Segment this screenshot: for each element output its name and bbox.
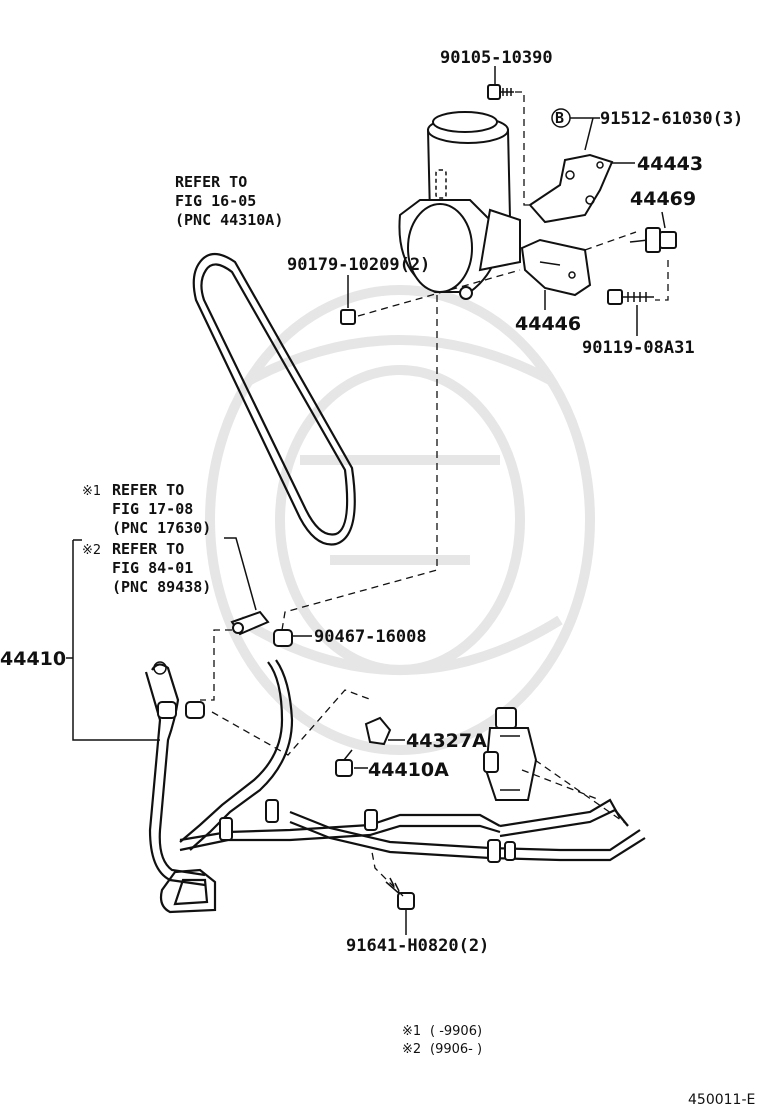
ref1-mark: ※1 [82,484,101,499]
bolt-91641 [385,877,415,910]
ref1-line-3: (PNC 17630) [112,519,211,537]
power-steering-pump [398,111,521,300]
note1-mark: ※1 [402,1024,421,1039]
bolt-90105 [487,84,514,100]
ref2-line-3: (PNC 89438) [112,578,211,596]
clip-44327A [364,716,392,746]
belt-ref-line-3: (PNC 44310A) [175,211,283,229]
note2-range: (9906- ) [430,1042,482,1057]
bolt-90119 [607,289,654,305]
part-label-44327A: 44327A [406,730,487,752]
note1-range: ( -9906) [430,1024,482,1039]
part-label-90467-16008: 90467-16008 [314,627,427,647]
watermark-emblem [205,285,595,755]
clamp-90467 [273,629,293,647]
nut-90179 [340,309,356,325]
part-label-44469: 44469 [630,188,696,210]
marker-b-label: B [555,109,564,127]
belt-ref-line-2: FIG 16-05 [175,192,256,210]
note2-mark: ※2 [402,1042,421,1057]
figure-code: 450011-E [688,1092,755,1108]
belt-ref-line-1: REFER TO [175,173,247,191]
part-label-44410A: 44410A [368,759,449,781]
ref2-mark: ※2 [82,543,101,558]
part-label-91512-61030: 91512-61030(3) [600,109,743,129]
drive-belt [192,252,356,546]
stud-44469 [629,227,677,253]
ref1-line-2: FIG 17-08 [112,500,193,518]
part-label-44410: 44410 [0,648,66,670]
part-label-91641-H0820: 91641-H0820(2) [346,936,489,956]
part-label-90179-10209: 90179-10209(2) [287,255,430,275]
part-label-44446: 44446 [515,313,581,335]
part-label-44443: 44443 [637,153,703,175]
grommet-44410A [335,749,353,777]
steering-gear-valve [483,707,538,801]
part-label-90105-10390: 90105-10390 [440,48,553,68]
bracket-44443 [528,153,614,224]
hose-assembly [144,659,646,914]
ref1-line-1: REFER TO [112,481,184,499]
part-label-90119-08A31: 90119-08A31 [582,338,695,358]
pressure-switch [230,610,270,636]
ref2-line-2: FIG 84-01 [112,559,193,577]
bracket-44446 [520,238,592,297]
ref2-line-1: REFER TO [112,540,184,558]
